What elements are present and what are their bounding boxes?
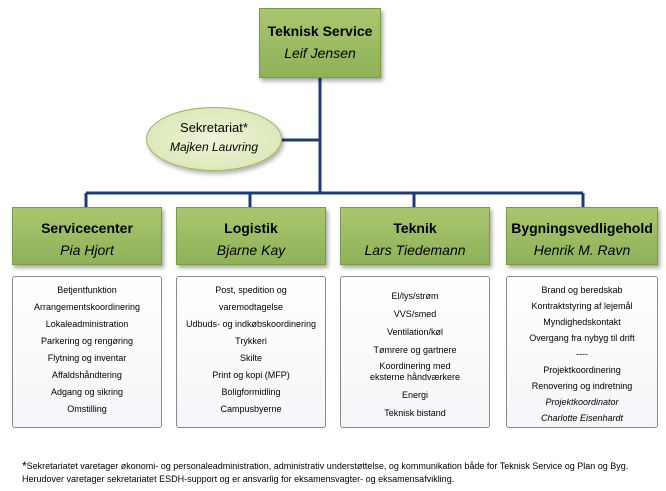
- bygningsvedligehold-tasks: Brand og beredskab Kontraktstyring af le…: [506, 276, 658, 428]
- teknik-tasks: El/lys/strøm VVS/smed Ventilation/køl Tø…: [340, 276, 490, 428]
- footnote-text: Sekretariatet varetager økonomi- og pers…: [22, 461, 629, 484]
- list-item: Arrangementskoordinering: [33, 302, 141, 312]
- top-title: Teknisk Service: [267, 23, 373, 39]
- list-item: Tømrere og gartnere: [373, 345, 457, 355]
- list-item: Projektkoordinator: [545, 397, 619, 407]
- teknik-box: Teknik Lars Tiedemann: [340, 207, 490, 265]
- list-divider: ----: [576, 349, 588, 359]
- list-item: VVS/smed: [393, 309, 437, 319]
- list-item: Affaldshåndtering: [52, 370, 122, 380]
- list-item: Omstilling: [67, 404, 107, 414]
- list-item: Post, spedition og: [215, 285, 287, 295]
- list-item: Udbuds- og indkøbskoordinering: [185, 319, 317, 329]
- secretariat-ellipse: Sekretariat* Majken Lauvring: [146, 107, 282, 171]
- list-item: El/lys/strøm: [391, 291, 439, 301]
- secretariat-title: Sekretariat*: [180, 120, 248, 135]
- list-item: Overgang fra nybyg til drift: [529, 333, 635, 343]
- bygningsvedligehold-box: Bygningsvedligehold Henrik M. Ravn: [506, 207, 658, 265]
- list-item: Renovering og indretning: [531, 381, 633, 391]
- list-item: Lokaleadministration: [45, 319, 129, 329]
- list-item: Ventilation/køl: [386, 327, 444, 337]
- list-item: Campusbyerne: [220, 404, 282, 414]
- list-item: varemodtagelse: [218, 302, 284, 312]
- list-item: Brand og beredskab: [541, 285, 623, 295]
- list-item: Koordinering med eksterne håndværkere: [369, 361, 461, 382]
- top-name: Leif Jensen: [284, 45, 356, 61]
- dept-title: Bygningsvedligehold: [511, 220, 653, 236]
- list-item: Skilte: [239, 353, 262, 363]
- dept-name: Pia Hjort: [60, 242, 114, 258]
- footnote: *Sekretariatet varetager økonomi- og per…: [22, 460, 652, 486]
- dept-title: Logistik: [224, 220, 278, 236]
- list-item: Betjentfunktion: [57, 285, 117, 295]
- list-item: Projektkoordinering: [543, 365, 621, 375]
- logistik-box: Logistik Bjarne Kay: [176, 207, 326, 265]
- dept-name: Henrik M. Ravn: [533, 242, 631, 258]
- secretariat-name: Majken Lauvring: [169, 140, 259, 154]
- list-item: Flytning og inventar: [47, 353, 127, 363]
- list-item: Boligformidling: [221, 387, 281, 397]
- servicecenter-box: Servicecenter Pia Hjort: [12, 207, 162, 265]
- dept-name: Lars Tiedemann: [364, 242, 466, 258]
- logistik-tasks: Post, spedition og varemodtagelse Udbuds…: [176, 276, 326, 428]
- dept-title: Servicecenter: [41, 220, 133, 236]
- list-item: Parkering og rengøring: [40, 336, 134, 346]
- list-item: Teknisk bistand: [384, 408, 446, 418]
- footnote-star: *: [22, 459, 27, 473]
- list-item: Trykkeri: [235, 336, 267, 346]
- dept-title: Teknik: [393, 220, 437, 236]
- list-item: Kontraktstyring af lejemål: [531, 301, 633, 311]
- list-item: Charlotte Eisenhardt: [540, 413, 624, 423]
- list-item: Energi: [401, 390, 428, 400]
- dept-name: Bjarne Kay: [216, 242, 286, 258]
- servicecenter-tasks: Betjentfunktion Arrangementskoordinering…: [12, 276, 162, 428]
- list-item: Print og kopi (MFP): [212, 370, 290, 380]
- teknisk-service-box: Teknisk Service Leif Jensen: [259, 8, 381, 78]
- list-item: Adgang og sikring: [50, 387, 124, 397]
- list-item: Myndighedskontakt: [543, 317, 621, 327]
